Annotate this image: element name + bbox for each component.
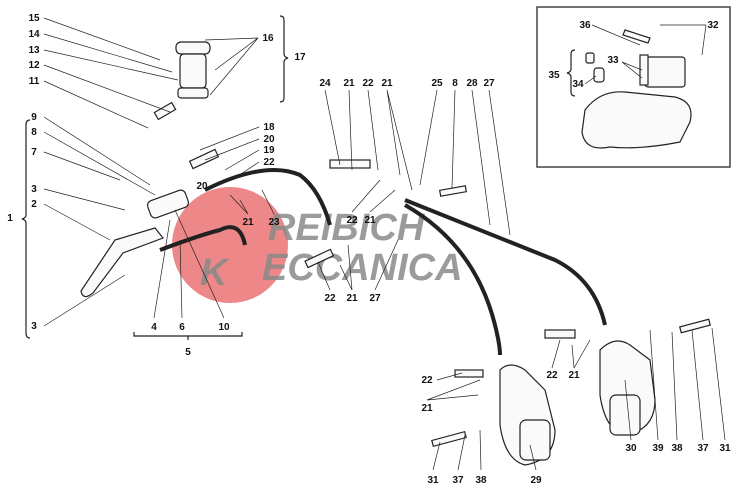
callout-15: 15 [28, 13, 40, 24]
callout-25: 25 [431, 78, 443, 89]
callout-20: 20 [263, 134, 275, 145]
callout-13: 13 [28, 45, 40, 56]
callout-5: 5 [185, 347, 191, 358]
callout-18: 18 [263, 122, 275, 133]
callout-6: 6 [179, 322, 185, 333]
callout-37: 37 [452, 475, 464, 486]
callout-8: 8 [31, 127, 37, 138]
callout-35: 35 [548, 70, 560, 81]
callout-22: 22 [421, 375, 433, 386]
callout-30: 30 [625, 443, 637, 454]
callout-2: 2 [31, 199, 37, 210]
callout-38: 38 [671, 443, 683, 454]
callout-38: 38 [475, 475, 487, 486]
callout-22: 22 [346, 215, 358, 226]
callout-39: 39 [652, 443, 664, 454]
callout-14: 14 [28, 29, 40, 40]
master-cylinder [80, 41, 220, 298]
callout-37: 37 [697, 443, 709, 454]
inset-caliper [581, 29, 692, 149]
callout-33: 33 [607, 55, 619, 66]
brake-hoses [159, 168, 607, 356]
callout-34: 34 [572, 79, 584, 90]
callout-7: 7 [31, 147, 37, 158]
caliper-right [599, 340, 656, 436]
callout-11: 11 [29, 76, 40, 87]
callout-31: 31 [719, 443, 731, 454]
inset-box [536, 6, 731, 168]
fasteners [304, 159, 712, 448]
callout-19: 19 [263, 145, 275, 156]
callout-31: 31 [427, 475, 439, 486]
callout-10: 10 [218, 322, 230, 333]
callout-21: 21 [364, 215, 376, 226]
caliper-left [499, 364, 556, 466]
callout-23: 23 [268, 217, 280, 228]
group-brackets [21, 15, 576, 340]
callout-21: 21 [343, 78, 355, 89]
callout-16: 16 [262, 33, 274, 44]
callout-21: 21 [568, 370, 580, 381]
callout-21: 21 [381, 78, 393, 89]
callout-8: 8 [452, 78, 458, 89]
leader-lines [43, 17, 726, 471]
watermark-logo: REIBICH ECCANICA K [172, 187, 463, 303]
callout-9: 9 [31, 112, 37, 123]
callout-3: 3 [31, 321, 37, 332]
callout-1: 1 [7, 213, 13, 224]
callout-32: 32 [707, 20, 719, 31]
callout-22: 22 [263, 157, 275, 168]
callout-21: 21 [346, 293, 358, 304]
callout-28: 28 [466, 78, 478, 89]
svg-text:REIBICH: REIBICH [268, 207, 426, 249]
svg-text:ECCANICA: ECCANICA [262, 247, 463, 289]
callout-22: 22 [546, 370, 558, 381]
callout-21: 21 [242, 217, 254, 228]
callout-12: 12 [28, 60, 40, 71]
callout-17: 17 [294, 52, 306, 63]
callout-20: 20 [196, 181, 208, 192]
callout-24: 24 [319, 78, 331, 89]
callout-27: 27 [483, 78, 495, 89]
callout-27: 27 [369, 293, 381, 304]
callout-21: 21 [421, 403, 433, 414]
svg-text:K: K [200, 252, 230, 294]
callout-4: 4 [151, 322, 157, 333]
callout-3: 3 [31, 184, 37, 195]
callout-36: 36 [579, 20, 591, 31]
callout-22: 22 [324, 293, 336, 304]
callout-29: 29 [530, 475, 542, 486]
callout-22: 22 [362, 78, 374, 89]
